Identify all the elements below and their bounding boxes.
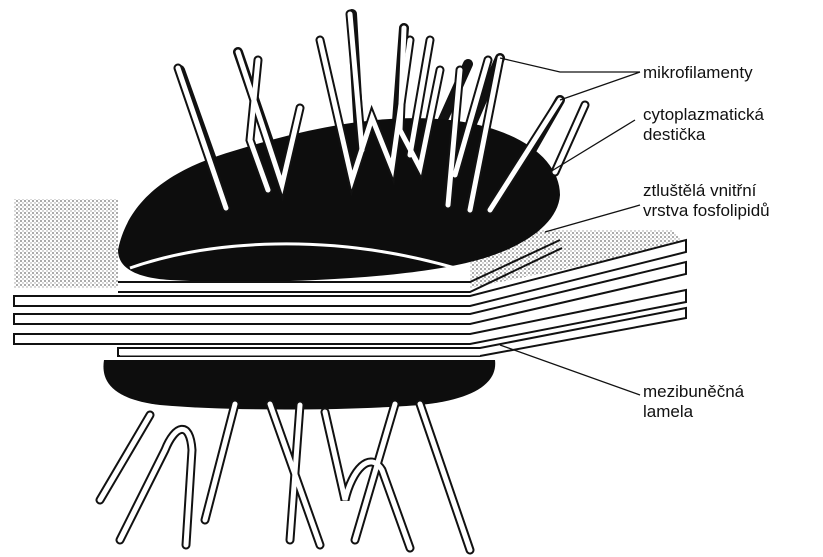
- lower-microfilaments: [100, 404, 470, 550]
- label-ztlustela-line1: ztluštělá vnitřní: [643, 181, 757, 200]
- label-cytoplazmaticka-line1: cytoplazmatická: [643, 105, 764, 124]
- label-mezibunecna-line1: mezibuněčná: [643, 382, 745, 401]
- label-ztlustela-line2: vrstva fosfolipidů: [643, 201, 770, 220]
- upper-cytoplasm-left: [14, 199, 118, 288]
- label-cytoplazmaticka-line2: destička: [643, 125, 706, 144]
- label-mezibunecna-line2: lamela: [643, 402, 694, 421]
- label-mikrofilamenty: mikrofilamenty: [643, 63, 753, 82]
